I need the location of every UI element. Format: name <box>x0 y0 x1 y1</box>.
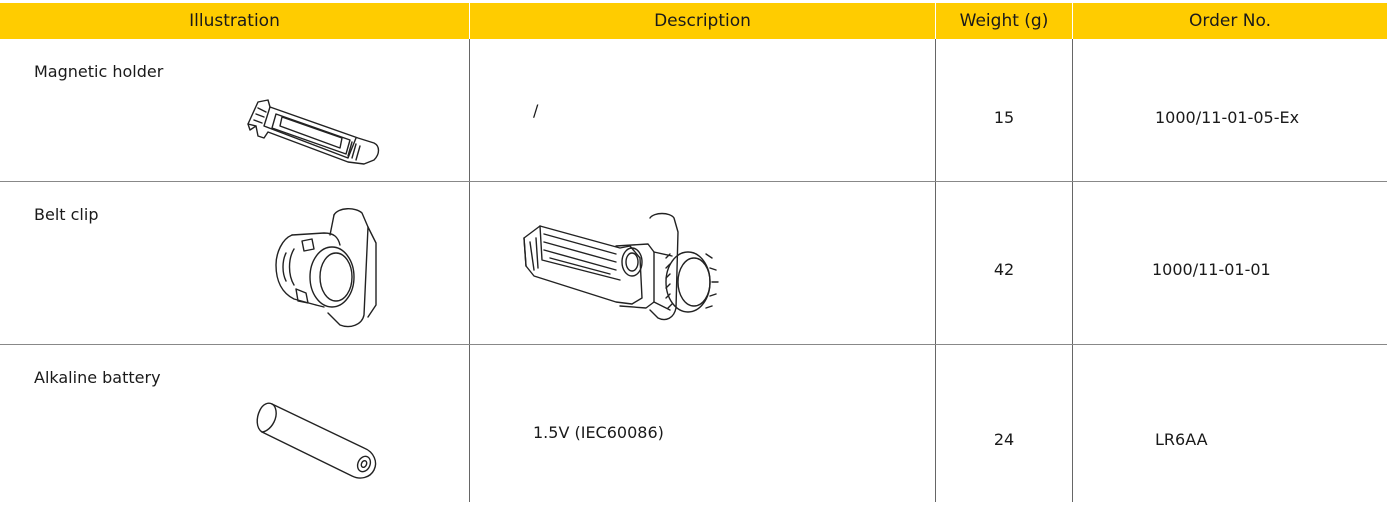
row-weight: 42 <box>993 260 1015 279</box>
table-header: Illustration Description Weight (g) Orde… <box>0 3 1387 39</box>
row-name: Magnetic holder <box>34 62 164 81</box>
column-divider <box>935 39 936 502</box>
row-weight: 15 <box>993 108 1015 127</box>
header-divider <box>935 3 936 39</box>
row-name: Belt clip <box>34 205 99 224</box>
row-description: / <box>533 101 539 120</box>
row-weight: 24 <box>993 430 1015 449</box>
column-divider <box>469 39 470 502</box>
row-order-no: 1000/11-01-01 <box>1152 260 1271 279</box>
header-illustration: Illustration <box>189 11 280 31</box>
row-divider <box>0 344 1387 345</box>
battery-icon <box>256 402 377 479</box>
belt-clip-mounted-icon <box>523 212 719 321</box>
row-order-no: 1000/11-01-05-Ex <box>1155 108 1300 127</box>
header-divider <box>1072 3 1073 39</box>
row-divider <box>0 181 1387 182</box>
column-divider <box>1072 39 1073 502</box>
header-divider <box>469 3 470 39</box>
belt-clip-icon <box>275 208 377 328</box>
magnetic-holder-icon <box>247 99 380 165</box>
header-description: Description <box>654 11 751 31</box>
row-description: 1.5V (IEC60086) <box>533 423 664 442</box>
header-order-no: Order No. <box>1189 11 1271 31</box>
row-order-no: LR6AA <box>1155 430 1208 449</box>
row-name: Alkaline battery <box>34 368 161 387</box>
header-weight: Weight (g) <box>959 11 1049 31</box>
